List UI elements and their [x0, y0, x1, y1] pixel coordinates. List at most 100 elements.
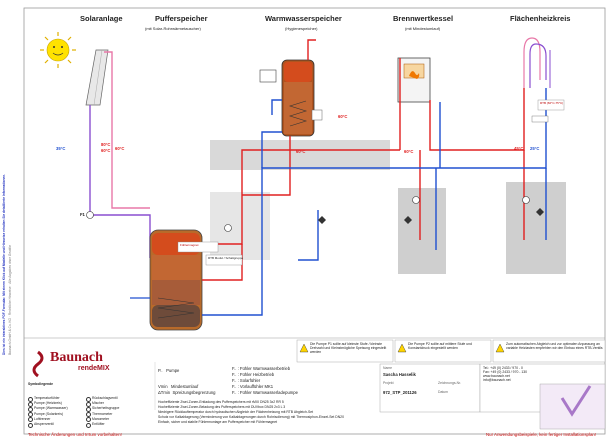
buffer-title: Pufferspeicher [155, 14, 208, 23]
footer-disclaimer-right: Nur Anwendungsbeispiele, kein fertiger I… [486, 432, 597, 437]
boiler-module [398, 188, 446, 274]
temp-boiler: 60°C [404, 149, 414, 154]
dhw-subtitle: (Hygienespeicher) [285, 26, 318, 31]
symbol-legend-item: Sicherheitsgruppe [86, 406, 119, 412]
contact-web[interactable]: www.baunach.net [483, 374, 510, 378]
temp-dhw: 60°C [296, 149, 306, 154]
sensor-legend-5: F.. : Fühler Warmwasserladepumpe [232, 390, 298, 395]
contact-mail[interactable]: info@baunach.net [483, 378, 511, 382]
boiler-title: Brennwertkessel [393, 14, 454, 23]
legend-symbol-icon [86, 412, 91, 418]
temp-solar-red-1: 80°C [101, 142, 111, 147]
symbol-legend-item: Temperaturfühler [28, 396, 60, 402]
solar-collector [85, 49, 109, 106]
temp-floor-45: 45°C [514, 146, 524, 151]
info-project-label: Projekt [383, 381, 394, 385]
manifold-band [210, 140, 390, 170]
dhw-tank [281, 59, 315, 137]
checkmark-icon [560, 385, 592, 417]
sun-icon [40, 32, 76, 68]
legend-symbol-icon [28, 396, 33, 402]
legend-symbol-icon [28, 422, 33, 428]
contact-tel: Tel.: +49 (0) 2433 / 970 - 0 [483, 366, 523, 370]
vertical-sidebar: Dies ist ein interaktives PDF-Formular. … [2, 95, 12, 355]
sidebar-legal-note: Baunach GmbH & Co. KG · Rechtliche Hinwe… [8, 244, 12, 355]
product-line-5: Einfach, sicher und stabile Fühlermontag… [158, 420, 278, 424]
sensor-legend-1: F.. : Fühler Warmwasserbetrieb [232, 366, 291, 371]
sidebar-pdf-note[interactable]: Dies ist ein interaktives PDF-Formular. … [2, 173, 6, 355]
buffer-tank [149, 229, 203, 331]
product-line-4: Schutz vor Kalkablagerung (Verminderung … [158, 415, 344, 419]
symbol-legend-item: Pumpe (Heizkreis) [28, 401, 62, 407]
note-pump-p2: Die Pumpe P2 sollte auf mittlere Stufe u… [408, 342, 472, 350]
abbr-vmin: Vmin Mindestumlauf [158, 384, 199, 389]
legend-symbol-icon [28, 417, 33, 423]
solar-module [210, 192, 270, 260]
buffer-subtitle: (mit Solar-Rohrwärmetauscher) [145, 26, 201, 31]
symbol-legend-item: Thermometer [86, 412, 112, 418]
floor-heating-loop [523, 37, 547, 88]
symbol-legend-title: Symbollegende [28, 382, 54, 386]
solar-pump-icon [86, 211, 94, 219]
legend-symbol-icon [86, 422, 91, 428]
thermomagnet-box [177, 241, 219, 253]
valve-symbols [318, 208, 544, 224]
floor-pump-icon [522, 196, 530, 204]
legend-symbol-icon [86, 396, 91, 402]
legend-symbol-icon [86, 401, 91, 407]
contact-fax: Fax: +49 (0) 2433 / 970 - 130 [483, 370, 528, 374]
symbol-legend-item: Pumpe (Warmwasser) [28, 406, 68, 412]
solar-title: Solaranlage [80, 14, 123, 23]
rtb-box [537, 99, 565, 111]
temp-dhw-hot: 60°C [338, 114, 348, 119]
thermomagnet-label: Fühlermagnet [180, 243, 199, 247]
hot-supply-lines [202, 39, 525, 281]
dhw-title: Warmwasserspeicher [265, 14, 342, 23]
abbr-p: P.. Pumpe [158, 368, 180, 373]
legend-symbol-icon [28, 401, 33, 407]
sensor-legend-4: F.. : Vorlauffühler MK1 [232, 384, 274, 389]
legend-symbol-icon [86, 417, 91, 423]
logo-swirl-icon [32, 350, 44, 378]
boiler-subtitle: (mit Mindestumlauf) [405, 26, 441, 31]
symbol-legend-item: Lufttrenner [28, 417, 50, 423]
info-date-label: Datum [438, 390, 448, 394]
rtb-label: RTB (60°C-75°C) [540, 101, 564, 105]
temp-solar-left: 35°C [56, 146, 66, 151]
info-number: 972_STP_201126 [383, 390, 417, 395]
sensor-f1-label: F1 [80, 212, 85, 217]
temp-solar-red-3: 60°C [115, 146, 125, 151]
temp-solar-red-2: 60°C [101, 148, 111, 153]
boiler [397, 57, 431, 103]
floor-title: Flächenheizkreis [510, 14, 571, 23]
sheet-border [23, 7, 606, 435]
note-pump-p1: Die Pumpe P1 sollte auf kleinste Stufe /… [310, 342, 387, 354]
symbol-legend-item: Pumpe (Solarkreis) [28, 412, 63, 418]
floor-module [506, 182, 566, 274]
sensor-legend-3: F.. : Solarfühler [232, 378, 261, 383]
product-line-3: Niedrigere Rücklauftemperatur durch hydr… [158, 410, 314, 414]
sensor-legend-2: F.. : Fühler Heizbetrieb [232, 372, 275, 377]
abbr-dtmin: ΔTmin Spreizungsbegrenzung [158, 390, 216, 395]
symbol-legend-item: Mischer [86, 401, 104, 407]
temp-floor-25: 25°C [530, 146, 540, 151]
symbol-legend-item: Entlüfter [86, 422, 105, 428]
legend-symbol-icon [28, 412, 33, 418]
product-line-2: Hocheffiziente Zwei-Zonen-Beladung des P… [158, 405, 286, 409]
boiler-pump-icon [412, 196, 420, 204]
legend-symbol-icon [28, 406, 33, 412]
info-name: Sascha Hasselik [383, 372, 416, 377]
info-number-label: Zeichnungs-Nr. [438, 381, 461, 385]
dhw-controller [259, 69, 277, 83]
module-label: RTB Modul / Schaltgruppe [208, 256, 244, 260]
module-pump-icon [224, 224, 232, 232]
warning-icon [299, 343, 505, 353]
pump-symbols [86, 196, 530, 232]
product-line-1: Hocheffiziente Zwei-Zonen-Entladung des … [158, 400, 284, 404]
cold-return-lines [202, 88, 547, 316]
note-rtb: Zum automatischen Abgleich und zur optim… [506, 342, 603, 350]
symbol-legend-item: Rückschlagventil [86, 396, 117, 402]
symbol-legend-item: Manometer [86, 417, 109, 423]
